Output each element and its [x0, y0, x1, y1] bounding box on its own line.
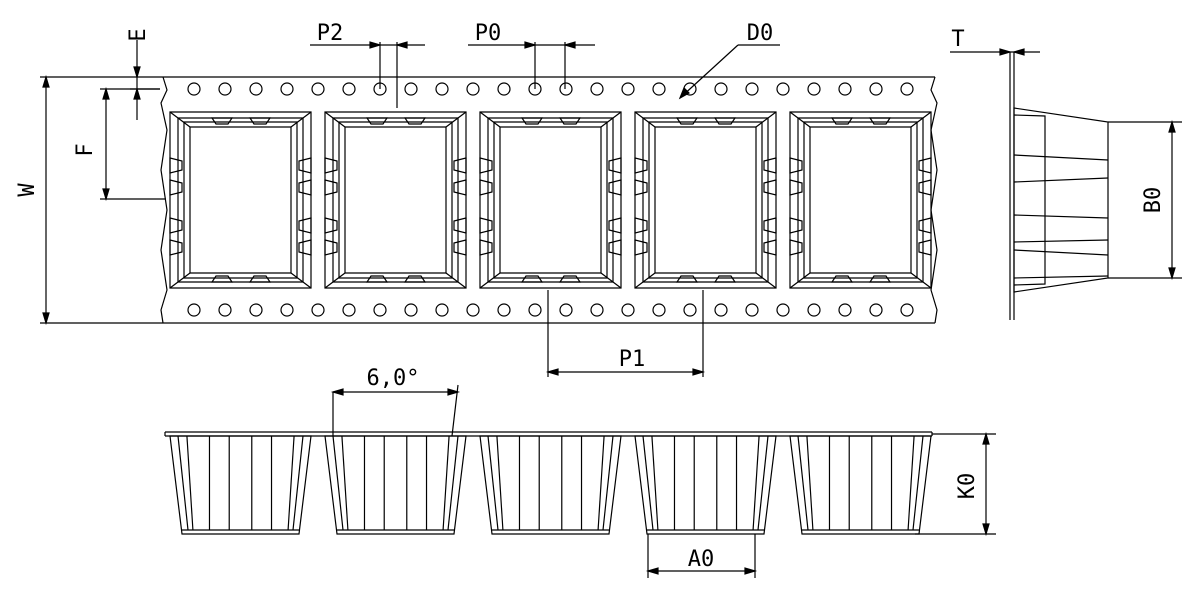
dimension-B0: B0: [1108, 122, 1182, 278]
label-P2: P2: [317, 21, 344, 46]
sprocket-hole: [188, 83, 200, 95]
dimension-angle: 6,0°: [333, 366, 458, 436]
label-T: T: [951, 27, 964, 52]
pocket-front: [480, 436, 621, 534]
sprocket-hole: [219, 83, 231, 95]
sprocket-hole: [498, 304, 510, 316]
pocket-top: [790, 112, 931, 288]
sprocket-hole: [653, 83, 665, 95]
pocket-front: [635, 436, 776, 534]
sprocket-hole: [374, 304, 386, 316]
label-D0: D0: [747, 21, 774, 46]
sprocket-hole: [715, 304, 727, 316]
sprocket-hole: [653, 304, 665, 316]
side-view: [1010, 52, 1108, 320]
sprocket-hole: [808, 83, 820, 95]
dimension-W: W: [15, 77, 163, 323]
dimension-T: T: [950, 27, 1040, 55]
dimension-F: F: [73, 89, 166, 199]
sprocket-hole: [777, 304, 789, 316]
sprocket-hole: [560, 304, 572, 316]
sprocket-hole: [188, 304, 200, 316]
sprocket-hole: [467, 304, 479, 316]
sprocket-hole: [839, 304, 851, 316]
pocket-front: [790, 436, 931, 534]
pocket-front: [170, 436, 311, 534]
label-angle: 6,0°: [367, 366, 420, 391]
sprocket-hole: [343, 83, 355, 95]
pocket-top: [170, 112, 311, 288]
sprocket-holes-bottom-row: [188, 304, 913, 316]
sprocket-hole: [529, 304, 541, 316]
sprocket-hole: [622, 83, 634, 95]
sprocket-hole: [622, 304, 634, 316]
dimension-D0: D0: [680, 21, 780, 98]
sprocket-hole: [312, 304, 324, 316]
label-E: E: [126, 28, 151, 41]
sprocket-hole: [560, 83, 572, 95]
sprocket-hole: [312, 83, 324, 95]
sprocket-hole: [777, 83, 789, 95]
pockets-front-view: [170, 436, 931, 534]
dimension-A0: A0: [648, 534, 755, 578]
sprocket-hole: [219, 304, 231, 316]
pocket-top: [325, 112, 466, 288]
pocket-front: [325, 436, 466, 534]
dimension-P1: P1: [548, 290, 703, 377]
sprocket-hole: [870, 304, 882, 316]
dimension-P2: P2: [310, 21, 425, 108]
label-F: F: [73, 143, 98, 156]
sprocket-hole: [250, 304, 262, 316]
sprocket-hole: [405, 83, 417, 95]
dimension-K0: K0: [915, 434, 996, 534]
sprocket-hole: [436, 83, 448, 95]
sprocket-hole: [746, 304, 758, 316]
sprocket-hole: [808, 304, 820, 316]
sprocket-holes-top-row: [188, 83, 913, 95]
sprocket-hole: [436, 304, 448, 316]
label-B0: B0: [1141, 187, 1166, 214]
pockets-top-view: [170, 112, 931, 288]
sprocket-hole: [467, 83, 479, 95]
tape-right-break: [931, 77, 937, 323]
label-K0: K0: [955, 473, 980, 500]
label-P0: P0: [475, 21, 502, 46]
sprocket-hole: [870, 83, 882, 95]
dimension-E: E: [126, 28, 160, 120]
sprocket-hole: [746, 83, 758, 95]
label-A0: A0: [688, 547, 715, 572]
sprocket-hole: [250, 83, 262, 95]
sprocket-hole: [343, 304, 355, 316]
pocket-top: [635, 112, 776, 288]
sprocket-hole: [281, 83, 293, 95]
sprocket-hole: [498, 83, 510, 95]
top-view: [161, 77, 937, 323]
label-W: W: [15, 183, 40, 197]
label-P1: P1: [619, 347, 646, 372]
sprocket-hole: [839, 83, 851, 95]
sprocket-hole: [405, 304, 417, 316]
tape-left-break: [161, 77, 167, 323]
front-view: [165, 432, 932, 534]
sprocket-hole: [591, 304, 603, 316]
sprocket-hole: [684, 304, 696, 316]
sprocket-hole: [901, 304, 913, 316]
sprocket-hole: [901, 83, 913, 95]
sprocket-hole: [591, 83, 603, 95]
sprocket-hole: [715, 83, 727, 95]
pocket-top: [480, 112, 621, 288]
dimension-P0: P0: [468, 21, 595, 89]
sprocket-hole: [281, 304, 293, 316]
